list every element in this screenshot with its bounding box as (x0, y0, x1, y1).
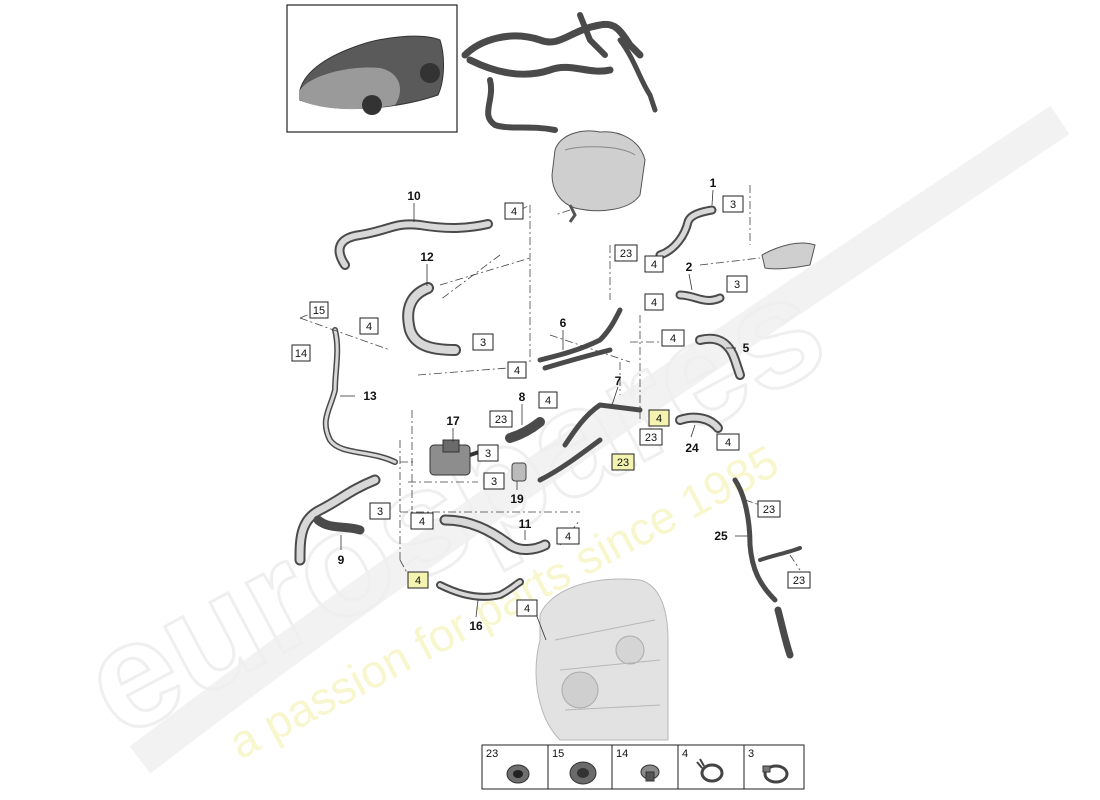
ref-box-4: 4 (661, 329, 685, 347)
parts-legend: 23 15 14 4 (481, 744, 805, 790)
callout-11: 11 (519, 517, 532, 531)
ref-box-4: 4 (507, 361, 527, 379)
ref-box-label: 23 (620, 248, 632, 260)
ref-box-label: 3 (485, 448, 491, 460)
ref-box-4: 4 (538, 391, 558, 409)
callout-12: 12 (420, 250, 434, 264)
ref-box-3: 3 (722, 195, 744, 213)
ref-box-3: 3 (483, 472, 505, 490)
hose-clamp-icon (762, 764, 789, 784)
hose-assembly-overview (461, 12, 658, 133)
dashed-leaders (299, 185, 801, 579)
ref-box-label: 3 (491, 476, 497, 488)
ref-box-label: 3 (377, 506, 383, 518)
callout-numbers: 1 2 5 6 7 8 9 10 11 12 13 16 17 19 24 25 (338, 176, 750, 633)
vehicle-thumbnail (286, 4, 458, 133)
ref-box-4: 4 (504, 202, 524, 220)
legend-item-23: 23 (486, 748, 530, 784)
ref-box-label: 15 (313, 305, 325, 317)
callout-16: 16 (469, 619, 483, 633)
ref-box-label: 23 (645, 432, 657, 444)
ref-box-3: 3 (726, 275, 748, 293)
ref-box-3: 3 (477, 444, 499, 462)
reference-boxes: 15 14 4 4 4 4 4 4 4 4 4 4 4 4 4 3 3 3 3 … (291, 195, 811, 617)
ref-box-label: 23 (793, 575, 805, 587)
callout-13: 13 (363, 389, 377, 403)
callout-6: 6 (560, 316, 567, 330)
plug-icon (640, 764, 660, 782)
ref-box-23: 23 (614, 244, 638, 262)
ref-box-4: 4 (644, 293, 664, 311)
ref-box-label: 4 (415, 575, 421, 587)
ref-box-label: 3 (480, 337, 486, 349)
ref-box-label: 23 (617, 457, 629, 469)
ref-box-label: 4 (651, 259, 657, 271)
engine-illustration (535, 578, 669, 741)
ref-box-14: 14 (291, 344, 311, 362)
ref-box-label: 4 (651, 297, 657, 309)
callout-25: 25 (714, 529, 728, 543)
ref-box-label: 4 (514, 365, 520, 377)
ref-box-15: 15 (309, 301, 329, 319)
ref-box-23: 23 (757, 500, 781, 518)
ref-box-label: 4 (419, 516, 425, 528)
leader-lines (340, 189, 748, 641)
callout-17: 17 (446, 414, 460, 428)
spring-clamp-icon (696, 758, 724, 783)
ref-box-label: 4 (670, 333, 676, 345)
callout-19: 19 (510, 492, 524, 506)
legend-number: 4 (682, 748, 688, 760)
ref-box-label: 4 (524, 603, 530, 615)
legend-item-15: 15 (552, 748, 597, 785)
ref-box-4-highlighted: 4 (407, 571, 429, 589)
ref-box-label: 14 (295, 348, 307, 360)
wheel-icon (420, 63, 440, 83)
ref-box-label: 4 (545, 395, 551, 407)
hoses (294, 205, 816, 659)
ref-box-label: 4 (511, 206, 517, 218)
ref-box-4: 4 (716, 433, 740, 451)
callout-10: 10 (407, 189, 421, 203)
callout-7: 7 (615, 374, 622, 388)
ref-box-label: 4 (565, 531, 571, 543)
callout-8: 8 (519, 390, 526, 404)
grommet-icon (506, 764, 530, 784)
ref-box-23: 23 (787, 571, 811, 589)
legend-number: 15 (552, 748, 564, 760)
ref-box-label: 4 (366, 321, 372, 333)
legend-number: 3 (748, 748, 754, 760)
legend-number: 23 (486, 748, 498, 760)
ref-box-label: 3 (734, 279, 740, 291)
ref-box-label: 23 (495, 414, 507, 426)
ref-box-4: 4 (644, 255, 664, 273)
callout-9: 9 (338, 553, 345, 567)
ref-box-3: 3 (369, 502, 391, 520)
legend-item-14: 14 (616, 748, 660, 782)
ref-box-label: 4 (725, 437, 731, 449)
callout-5: 5 (743, 341, 750, 355)
callout-1: 1 (710, 176, 717, 190)
ref-box-4-highlighted: 4 (648, 409, 670, 427)
ref-box-4: 4 (410, 512, 434, 530)
legend-number: 14 (616, 748, 628, 760)
expansion-tank (551, 130, 646, 223)
coolant-valve (429, 439, 486, 476)
ref-box-23-highlighted: 23 (611, 453, 635, 471)
ref-box-4: 4 (556, 527, 580, 545)
ref-box-label: 4 (656, 413, 662, 425)
legend-item-4: 4 (682, 748, 724, 783)
large-grommet-icon (569, 761, 597, 785)
ref-box-label: 3 (730, 199, 736, 211)
ref-box-23: 23 (639, 428, 663, 446)
ref-box-4: 4 (359, 317, 379, 335)
callout-2: 2 (686, 260, 693, 274)
ref-box-4: 4 (516, 599, 538, 617)
ref-box-label: 23 (763, 504, 775, 516)
ref-box-3: 3 (472, 333, 494, 351)
legend-item-3: 3 (748, 748, 789, 784)
callout-24: 24 (685, 441, 699, 455)
ref-box-23: 23 (489, 410, 513, 428)
